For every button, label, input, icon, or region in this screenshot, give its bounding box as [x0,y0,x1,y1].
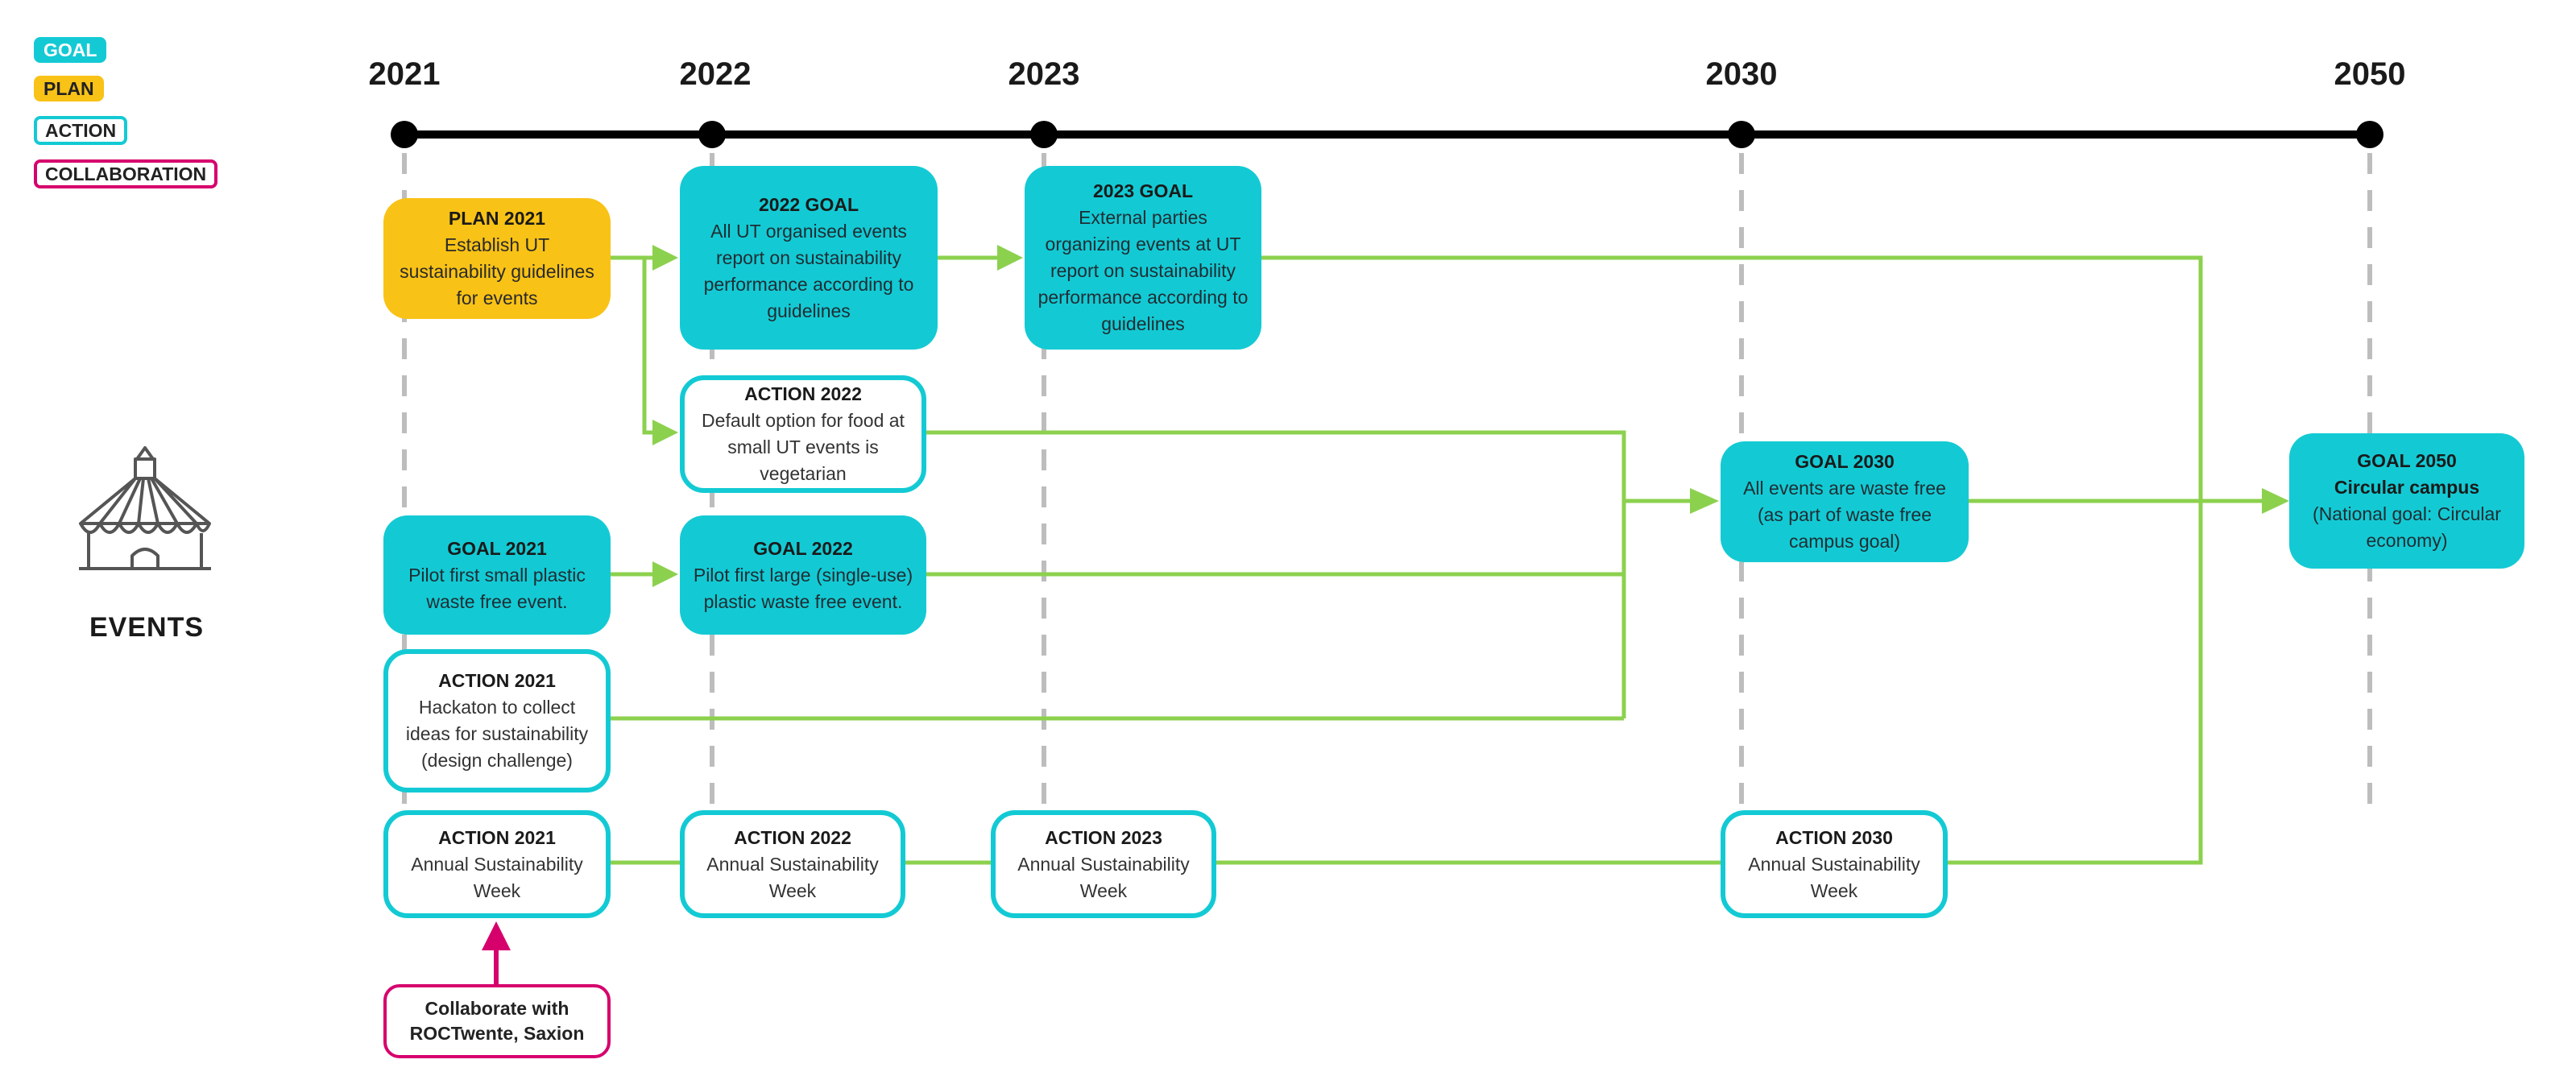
legend-goal: GOAL [34,37,107,63]
circus-tent-icon [79,446,211,570]
action-2021-hackaton-card: ACTION 2021 Hackaton to collect ideas fo… [383,649,611,793]
timeline-dot-2022 [698,121,726,148]
connector-food-to-junction [926,430,1626,718]
legend-plan: PLAN [34,76,104,101]
legend-action: ACTION [34,116,128,145]
connector-goal2023-to-week [1261,255,2203,865]
timeline-dot-2023 [1030,121,1058,148]
collab-arrow [482,921,511,984]
card-text: Annual Sustainability Week [1748,853,1920,901]
arrowhead-goal2022-pilot [652,561,678,587]
action-2021-week-card: ACTION 2021 Annual Sustainability Week [383,810,611,918]
goal-2030-card: GOAL 2030 All events are waste free (as … [1721,441,1969,562]
card-title: ACTION 2021 [438,826,556,848]
card-text: Annual Sustainability Week [411,853,583,901]
year-2021: 2021 [368,56,441,92]
card-text: Default option for food at small UT even… [702,410,905,484]
events-label: EVENTS [89,612,205,643]
collaboration-card: Collaborate with ROCTwente, Saxion [383,984,611,1058]
arrowhead-goal2030 [1690,488,1719,514]
goal-2023-card: 2023 GOAL External parties organizing ev… [1025,166,1261,350]
action-2022-food-card: ACTION 2022 Default option for food at s… [680,375,926,493]
plan-2021-card: PLAN 2021 Establish UT sustainability gu… [383,198,611,319]
card-text: (National goal: Circular economy) [2313,503,2501,551]
card-text: Pilot first small plastic waste free eve… [408,564,586,612]
card-title: GOAL 2030 [1795,451,1895,472]
card-text: Pilot first large (single-use) plastic w… [693,564,913,612]
card-title: ACTION 2022 [734,826,851,848]
card-title: GOAL 2022 [753,537,853,559]
action-2030-week-card: ACTION 2030 Annual Sustainability Week [1721,810,1948,918]
card-subtitle: Circular campus [2334,477,2480,498]
legend-collaboration: COLLABORATION [34,159,218,188]
connector-plan-to-action2022 [642,258,654,435]
year-2023: 2023 [1008,56,1080,92]
timeline [391,121,2383,148]
arrowhead-goal2050 [2262,488,2289,514]
card-title: ACTION 2023 [1045,826,1162,848]
action-2023-week-card: ACTION 2023 Annual Sustainability Week [991,810,1216,918]
timeline-dot-2021 [391,121,418,148]
card-title: ACTION 2021 [438,670,556,691]
card-text: Annual Sustainability Week [706,853,879,901]
card-text: Collaborate with ROCTwente, Saxion [409,998,585,1044]
card-text: Annual Sustainability Week [1017,853,1190,901]
card-title: 2022 GOAL [759,193,859,215]
connectors [609,255,2263,865]
card-title: ACTION 2030 [1775,826,1893,848]
goal-2022-pilot-card: GOAL 2022 Pilot first large (single-use)… [680,515,926,635]
arrowhead-goal2023 [997,245,1023,271]
card-title: ACTION 2022 [744,383,862,404]
goal-2050-card: GOAL 2050 Circular campus (National goal… [2289,433,2524,569]
card-title: 2023 GOAL [1093,180,1193,201]
year-2030: 2030 [1705,56,1778,92]
card-text: Hackaton to collect ideas for sustainabi… [405,697,589,771]
collab-arrow-head [482,921,511,950]
goal-2022-card: 2022 GOAL All UT organised events report… [680,166,938,350]
card-text: All UT organised events report on sustai… [703,220,914,321]
action-2022-week-card: ACTION 2022 Annual Sustainability Week [680,810,905,918]
card-text: All events are waste free (as part of wa… [1743,478,1946,552]
year-2050: 2050 [2334,56,2406,92]
card-title: PLAN 2021 [448,208,546,229]
arrowhead-action2022 [652,420,678,445]
year-2022: 2022 [679,56,752,92]
goal-2021-card: GOAL 2021 Pilot first small plastic wast… [383,515,611,635]
card-text: External parties organizing events at UT… [1037,207,1249,334]
card-title: GOAL 2021 [447,537,547,559]
card-title: GOAL 2050 [2357,450,2457,471]
arrowhead-goal2022 [652,245,678,271]
timeline-dot-2030 [1728,121,1755,148]
card-text: Establish UT sustainability guidelines f… [400,234,594,308]
arrowheads [652,245,2289,587]
timeline-dot-2050 [2356,121,2383,148]
